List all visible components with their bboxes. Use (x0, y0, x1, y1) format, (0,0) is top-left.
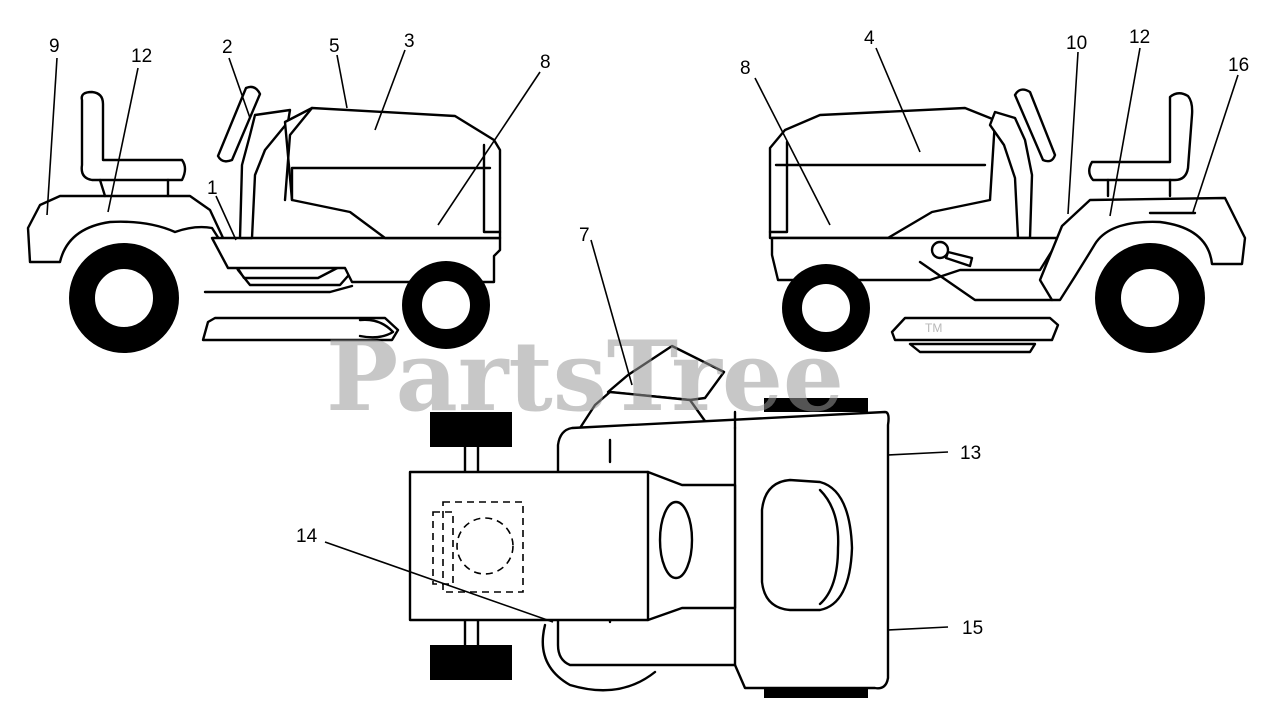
callout-8-right: 8 (740, 58, 751, 79)
seat-right (1088, 92, 1194, 182)
callout-8-left: 8 (540, 52, 551, 73)
tractor-right-side-view (768, 88, 1247, 354)
callout-15: 15 (962, 618, 983, 639)
rear-fender-right (1038, 196, 1247, 302)
callout-12-right: 12 (1129, 27, 1150, 48)
mower-deck-left (201, 316, 400, 342)
callout-3: 3 (404, 31, 415, 52)
callout-2: 2 (222, 37, 233, 58)
steering-column-right (988, 110, 1034, 240)
callout-1: 1 (207, 178, 218, 199)
seat-top (760, 478, 854, 612)
steering-wheel-left (216, 85, 262, 163)
callout-7: 7 (579, 225, 590, 246)
watermark: PartsTree (326, 320, 844, 433)
ignition-key-icon (930, 240, 950, 260)
steering-column-left (238, 108, 292, 240)
callout-10: 10 (1066, 33, 1087, 54)
front-tire-top-upper (430, 412, 512, 447)
hood-left (283, 106, 502, 240)
callout-5: 5 (329, 36, 340, 57)
tractor-top-view (408, 344, 890, 698)
seat-left (80, 90, 187, 182)
callout-13: 13 (960, 443, 981, 464)
engine-outline-dashed (442, 501, 524, 593)
steering-wheel-right (1013, 88, 1057, 163)
leader-lines (46, 47, 1239, 631)
callout-9: 9 (49, 36, 60, 57)
hood-top (408, 470, 737, 622)
rear-tire-top-upper (764, 398, 868, 412)
callout-4: 4 (864, 28, 875, 49)
mower-deck-right (890, 316, 1060, 342)
tractor-left-side-view (26, 85, 502, 353)
front-tire-top-lower (430, 645, 512, 680)
steering-wheel-top (606, 344, 726, 402)
callout-12-left: 12 (131, 46, 152, 67)
callout-labels: 9 12 2 5 3 8 1 8 4 10 12 16 7 13 14 15 (49, 27, 1249, 639)
watermark-trademark: TM (925, 321, 942, 335)
callout-14: 14 (296, 526, 318, 547)
callout-16: 16 (1228, 55, 1249, 76)
